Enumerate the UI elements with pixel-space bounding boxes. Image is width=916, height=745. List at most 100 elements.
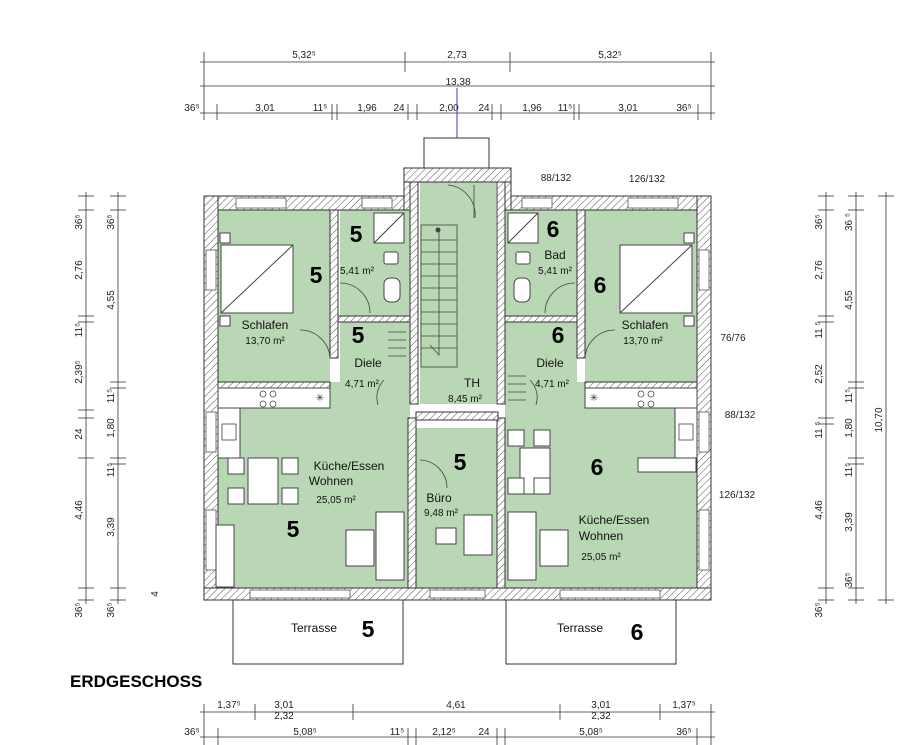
unit-6-diele: 6 (552, 322, 565, 348)
room-kueche-5: Küche/Essen (314, 459, 385, 473)
dim-right-o-0: 36⁵ (814, 214, 825, 229)
dim-bot-r1-0: 1,37⁵ (217, 700, 241, 711)
room-schlafen-6: Schlafen (622, 318, 669, 332)
dim-right-o-5: 4,46 (814, 500, 825, 520)
dim-left-i-5: 36⁵ (106, 602, 117, 617)
window-labels: 88/132 126/132 76/76 88/132 126/132 (541, 173, 756, 501)
dim-right-o-3: 2,52 (814, 364, 825, 384)
dim-left-extra: 4 (150, 591, 161, 597)
dim-right-o-1: 2,76 (814, 260, 825, 280)
area-bad-6: 5,41 m² (538, 266, 573, 277)
bottom-dimensions: 1,37⁵ 3,01 4,61 3,01 1,37⁵ 2,32 2,32 36⁵… (184, 700, 715, 745)
dim-bot-r2-1: 5,08⁵ (293, 727, 317, 738)
dim-right-i-6: 36⁵ (844, 572, 855, 587)
dim-right-o-4: 11 ⁵ (814, 421, 825, 438)
dim-left-o-0: 36⁵ (74, 214, 85, 229)
dim-right-total: 10,70 (874, 407, 885, 432)
dim-top-r3-3: 1,96 (357, 103, 377, 114)
dim-top-r3-7: 1,96 (522, 103, 542, 114)
dim-top-total: 13,38 (445, 77, 470, 88)
dim-right-i-2: 11⁵ (844, 389, 855, 404)
dim-right-i-3: 1,80 (844, 418, 855, 438)
dim-left-i-3: 1,80 (106, 418, 117, 438)
dim-bot-r2-6: 36⁵ (676, 727, 691, 738)
dim-top-r3-0: 36⁵ (184, 103, 199, 114)
dim-top-r3-1: 3,01 (255, 103, 275, 114)
room-buero: Büro (426, 491, 452, 505)
area-diele-5: 4,71 m² (345, 379, 380, 390)
building: ✳ ✳ (203, 137, 712, 601)
right-dimensions: 36⁵ 2,76 11 ⁵ 2,52 11 ⁵ 4,46 36⁵ 36 ⁵ 4,… (814, 192, 894, 618)
dim-bot-r1-4: 1,37⁵ (672, 700, 696, 711)
room-schlafen-5: Schlafen (242, 318, 289, 332)
area-diele-6: 4,71 m² (535, 379, 570, 390)
dim-left-i-4: 3,39 (106, 517, 117, 537)
dim-left-o-4: 24 (74, 428, 85, 440)
dim-top-r3-5: 2,00 (439, 103, 459, 114)
room-wohnen-6: Wohnen (579, 529, 623, 543)
area-buero: 9,48 m² (424, 508, 459, 519)
dim-left-i-0: 36⁵ (106, 214, 117, 229)
unit-5-buero: 5 (454, 449, 467, 475)
dim-left-o-3: 2,39⁵ (74, 360, 85, 384)
room-diele-6: Diele (536, 356, 564, 370)
dim-left-o-7: 36⁵ (74, 602, 85, 617)
unit-5-schlafen: 5 (310, 262, 323, 288)
room-bad-6: Bad (544, 248, 565, 262)
dim-right-i-4: 11⁵ (844, 463, 855, 478)
svg-text:✳: ✳ (590, 393, 598, 404)
unit-6-bad: 6 (547, 216, 560, 242)
room-labels: Schlafen 13,70 m² 5,41 m² Diele 4,71 m² … (242, 248, 669, 635)
unit-5-terrasse: 5 (362, 616, 375, 642)
dim-bot-r1-3: 3,01 (591, 700, 611, 711)
dim-bot-r1b-1: 2,32 (591, 711, 611, 722)
dim-top-3: 5,32⁵ (598, 50, 622, 61)
dim-right-o-6: 36⁵ (814, 602, 825, 617)
dim-top-1: 5,32⁵ (292, 50, 316, 61)
floor-title: ERDGESCHOSS (70, 672, 202, 691)
dim-right-o-2: 11 ⁵ (814, 321, 825, 338)
dim-right-i-1: 4,55 (844, 290, 855, 310)
area-schlafen-5: 13,70 m² (245, 336, 285, 347)
area-kueche-5: 25,05 m² (316, 495, 356, 506)
dim-bot-r2-5: 5,08⁵ (579, 727, 603, 738)
dim-top-r3-2: 11⁵ (313, 103, 328, 114)
dim-bot-r2-4: 24 (478, 727, 490, 738)
dim-top-r3-6: 24 (478, 103, 490, 114)
dim-bot-r2-3: 2,12⁵ (432, 727, 456, 738)
unit-5-diele: 5 (352, 322, 365, 348)
room-diele-5: Diele (354, 356, 382, 370)
unit-5-wohnen: 5 (287, 516, 300, 542)
dim-left-o-5: 11⁵ (106, 463, 117, 478)
dim-top-r3-9: 3,01 (618, 103, 638, 114)
room-wohnen-5: Wohnen (309, 474, 353, 488)
unit-numbers: 5 5 5 5 5 5 6 6 6 6 6 (287, 216, 644, 645)
dim-left-o-2: 11⁵ (74, 323, 85, 338)
window-label-5: 126/132 (719, 490, 756, 501)
window-label-2: 126/132 (629, 174, 666, 185)
dim-left-o-1: 2,76 (74, 260, 85, 280)
unit-6-terrasse: 6 (631, 619, 644, 645)
area-schlafen-6: 13,70 m² (623, 336, 663, 347)
window-label-4: 88/132 (725, 410, 756, 421)
dim-left-i-2: 11⁵ (106, 389, 117, 404)
dim-top-2: 2,73 (447, 50, 467, 61)
dim-bot-r1-1: 3,01 (274, 700, 294, 711)
dim-right-i-5: 3,39 (844, 512, 855, 532)
area-kueche-6: 25,05 m² (581, 552, 621, 563)
dim-right-i-0: 36 ⁵ (844, 213, 855, 231)
room-terrasse-6: Terrasse (557, 621, 603, 635)
svg-text:✳: ✳ (316, 393, 324, 404)
room-kueche-6: Küche/Essen (579, 513, 650, 527)
dim-bot-r2-0: 36⁵ (184, 727, 199, 738)
dim-bot-r2-2: 11⁵ (390, 727, 405, 738)
dim-bot-r1b-0: 2,32 (274, 711, 294, 722)
dim-top-r3-10: 36⁵ (676, 103, 691, 114)
unit-6-schlafen: 6 (594, 272, 607, 298)
dim-top-r3-8: 11⁵ (558, 103, 573, 114)
area-bad-5: 5,41 m² (340, 266, 375, 277)
dim-top-r3-4: 24 (393, 103, 405, 114)
room-th: TH (464, 376, 480, 390)
unit-5-bad: 5 (350, 221, 363, 247)
